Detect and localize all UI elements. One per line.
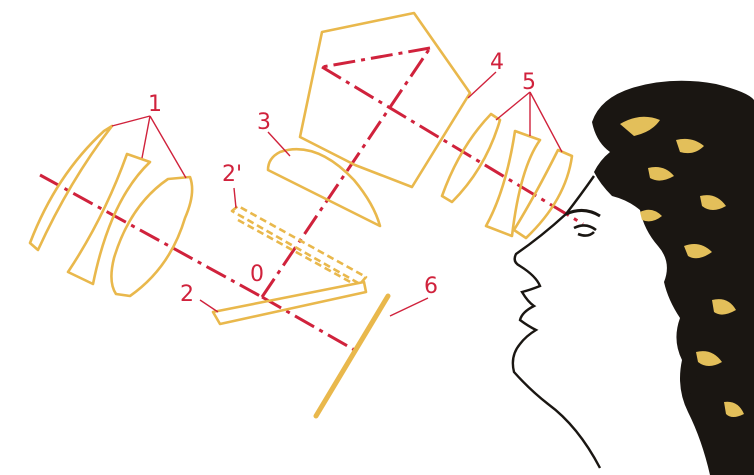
label-pivot: 0 <box>250 262 264 287</box>
label-mirror-alt: 2' <box>222 162 242 187</box>
eyepiece-lens-group <box>442 114 572 238</box>
leader-2-alt <box>234 188 236 208</box>
leader-2 <box>200 300 218 312</box>
eyepiece-lens-2 <box>486 131 540 236</box>
mirror-main <box>213 282 366 324</box>
observer-eyebrow <box>566 210 600 216</box>
leader-lines <box>112 72 562 316</box>
objective-lens-group <box>30 126 192 296</box>
leader-6 <box>390 298 428 316</box>
objective-lens-front <box>30 126 112 250</box>
label-eyepiece: 5 <box>522 70 536 95</box>
axis-prism-top <box>322 48 430 67</box>
mirror-group <box>213 206 366 324</box>
eyepiece-lens-1 <box>442 114 500 202</box>
eyepiece-lens-3 <box>514 150 572 238</box>
projection-screen <box>316 296 388 416</box>
observer-face-outline <box>513 176 600 468</box>
label-prism: 4 <box>490 50 504 75</box>
label-mirror: 2 <box>180 282 194 307</box>
label-screen: 6 <box>424 274 438 299</box>
leader-1 <box>112 116 186 178</box>
label-objective: 1 <box>148 92 162 117</box>
leader-5 <box>496 92 562 152</box>
prism <box>300 13 470 187</box>
field-lens <box>268 149 380 226</box>
observer-profile <box>513 81 754 475</box>
label-field-lens: 3 <box>257 110 271 135</box>
observer-eye <box>574 225 596 235</box>
leader-4 <box>468 72 496 98</box>
